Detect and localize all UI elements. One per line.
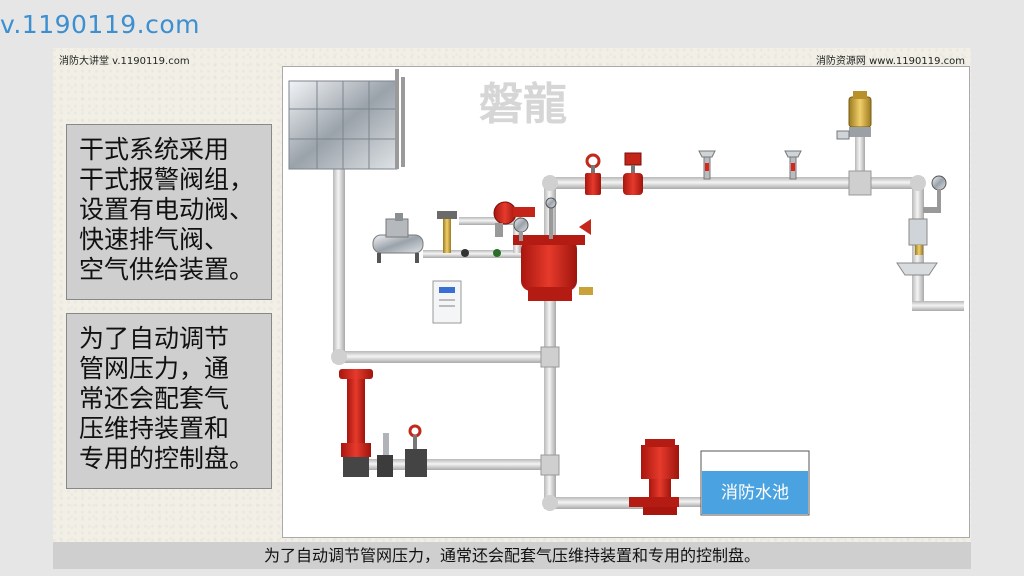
text-line: 干式报警阀组， [79,165,255,194]
pipe-elbow [542,175,558,191]
alarm-triangle-icon [579,219,591,235]
gate-valve [405,449,427,477]
site-url[interactable]: v.1190119.com [0,10,200,39]
air-release-valve-body [848,96,872,128]
pump-motor [641,445,679,479]
text-line: 为了自动调节 [79,324,230,353]
pipe-tee [848,170,872,196]
text-line: 常还会配套气 [79,384,230,413]
alarm-valve-body [521,239,577,291]
drain-funnel [896,262,938,276]
caption-bar: 为了自动调节管网压力，通常还会配套气压维持装置和专用的控制盘。 [53,542,971,569]
sprinkler-icon [784,150,802,180]
pipe-segment [912,277,924,307]
watermark-text: 磐龍 [479,79,567,130]
text-line: 压维持装置和 [79,414,230,443]
text-box-pressure: 为了自动调节 管网压力，通 常还会配套气 压维持装置和 专用的控制盘。 [66,313,272,489]
pipe-segment [333,167,345,357]
gauge-icon [545,197,557,209]
gauge-icon [513,217,529,233]
header-left-text: 消防大讲堂 v.1190119.com [59,56,190,67]
pipe-elbow [910,175,926,191]
dry-alarm-valve [513,197,593,301]
fire-pool: 消防水池 [700,450,810,516]
fire-pump [629,439,709,515]
sprinkler-heads [698,150,802,180]
gauge-icon [931,175,947,191]
pipe-segment [343,459,553,470]
sprinkler-diagram: 磐龍 [288,69,964,516]
electric-valve-actuator [493,201,517,225]
text-line: 干式系统采用 [79,135,230,164]
gate-valve [585,173,601,195]
pump-adapter [339,369,427,477]
water-tank [288,69,405,170]
text-line: 设置有电动阀、 [79,195,255,224]
control-panel [432,280,462,324]
pipe-segment [544,497,654,509]
handwheel-icon [408,424,422,438]
text-line: 专用的控制盘。 [79,444,255,473]
adapter-column [347,379,365,447]
compressor-tank [372,234,424,254]
pipe-segment [855,137,865,181]
pool-water [702,471,808,514]
electric-valve [493,201,535,237]
signal-butterfly-valve [623,173,643,195]
top-main-valves [585,152,643,195]
pipe-segment [333,351,553,363]
pipe-tee [540,346,560,368]
pipe-elbow [542,495,558,511]
diagram-panel: 磐龍 [282,66,970,538]
pipe-elbow [331,349,347,365]
pipe-segment [423,250,548,258]
text-line: 管网压力，通 [79,354,230,383]
caption-text: 为了自动调节管网压力，通常还会配套气压维持装置和专用的控制盘。 [263,546,760,565]
pipe-tee [540,454,560,476]
quick-air-release-valve [836,91,872,140]
pipe-segment [912,301,964,311]
slide: 消防大讲堂 v.1190119.com 消防资源网 www.1190119.co… [53,48,971,568]
text-line: 快速排气阀、 [79,225,230,254]
text-line: 空气供给装置。 [79,255,255,284]
air-compressor [372,213,424,263]
end-test-device [896,175,947,276]
header-right-text: 消防资源网 www.1190119.com [815,56,965,67]
pool-label: 消防水池 [721,483,789,503]
text-box-dry-system: 干式系统采用 干式报警阀组， 设置有电动阀、 快速排气阀、 空气供给装置。 [66,124,272,300]
sprinkler-icon [698,150,716,180]
